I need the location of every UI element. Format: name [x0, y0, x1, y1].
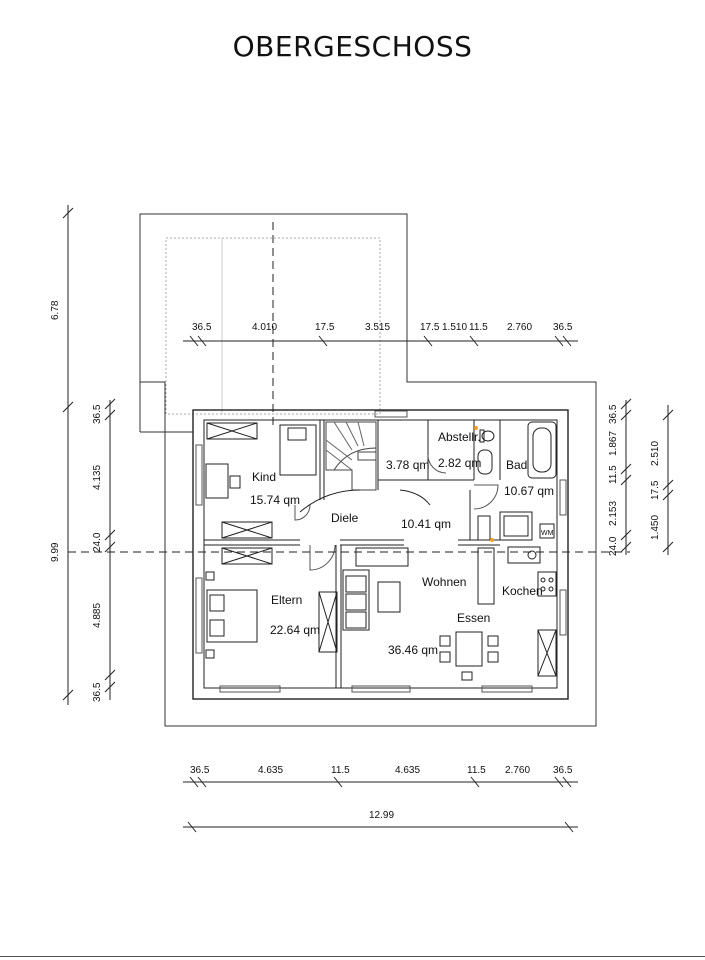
dim-label: 36.5 — [608, 404, 619, 424]
bathtub — [527, 421, 557, 479]
room-label: Essen — [457, 611, 490, 625]
room-label: Kochen — [502, 584, 543, 598]
window — [219, 685, 281, 693]
balcony-inner — [165, 237, 381, 415]
sofa — [342, 569, 370, 631]
dining-table — [455, 631, 483, 667]
dim-label: 2.760 — [505, 765, 530, 776]
dim-label: 17.5 — [420, 322, 440, 333]
dim-label: 24.0 — [92, 532, 103, 552]
window — [195, 577, 203, 654]
dim-label: 4.635 — [395, 765, 420, 776]
dim-label: 3.515 — [365, 322, 390, 333]
bottom-rule — [0, 956, 705, 957]
room-area: 15.74 qm — [250, 493, 300, 507]
dim-label: 1.510 — [442, 322, 467, 333]
dim-label-total: 12.99 — [369, 810, 394, 821]
dim-label: 11.5 — [467, 765, 486, 776]
dim-label: 17.5 — [315, 322, 335, 333]
room-area: 10.41 qm — [401, 517, 451, 531]
dim-label: 2.760 — [507, 322, 532, 333]
dim-label: 2.153 — [608, 501, 619, 526]
coffee-table — [377, 581, 401, 613]
wardrobe — [318, 591, 338, 653]
wm-label: WM — [541, 530, 554, 537]
dim-label: 36.5 — [553, 765, 573, 776]
dim-label: 36.5 — [92, 682, 103, 702]
dim-label: 1.450 — [650, 515, 661, 540]
kitchen-counter — [477, 547, 495, 605]
door-swing — [294, 504, 311, 521]
room-area: 3.78 qm — [386, 458, 429, 472]
dim-label: 17.5 — [650, 480, 661, 500]
room-label: Diele — [331, 511, 359, 525]
room-label: Eltern — [271, 593, 302, 607]
bed — [206, 589, 258, 643]
window — [559, 479, 567, 516]
window — [351, 685, 411, 693]
window — [481, 685, 533, 693]
bed — [279, 424, 317, 476]
furniture — [221, 547, 273, 565]
dim-label: 24.0 — [608, 536, 619, 556]
room-area: 2.82 qm — [438, 456, 481, 470]
dim-label: 4.010 — [252, 322, 277, 333]
dim-label: 36.5 — [190, 765, 210, 776]
window — [374, 410, 408, 418]
dim-label: 4.635 — [258, 765, 283, 776]
room-area: 10.67 qm — [504, 484, 554, 498]
dim-label: 36.5 — [92, 404, 103, 424]
dim-label: 11.5 — [608, 465, 619, 484]
dim-label: 9.99 — [50, 542, 61, 562]
dim-label: 6.78 — [50, 300, 61, 320]
room-label: Abstellr. — [438, 430, 481, 444]
exterior-wall-outer — [192, 409, 569, 700]
dim-label: 36.5 — [192, 322, 212, 333]
page-title: OBERGESCHOSS — [232, 30, 473, 63]
furniture — [221, 521, 273, 539]
exterior-wall-inner — [203, 419, 558, 689]
dim-label: 11.5 — [469, 322, 488, 333]
room-area: 22.64 qm — [270, 623, 320, 637]
room-label: Bad — [506, 458, 527, 472]
dim-label: 11.5 — [331, 765, 350, 776]
room-label: Kind — [252, 470, 276, 484]
dim-label: 4.135 — [92, 465, 103, 490]
window — [195, 444, 203, 506]
dim-label: 4.885 — [92, 603, 103, 628]
upper-projection-outline — [139, 213, 597, 727]
room-label: Wohnen — [422, 575, 466, 589]
window — [559, 589, 567, 636]
dim-label: 36.5 — [553, 322, 573, 333]
door-swing — [427, 454, 447, 474]
furniture — [206, 422, 258, 440]
door-swing — [309, 544, 336, 571]
room-area: 36.46 qm — [388, 643, 438, 657]
dim-label: 2.510 — [650, 441, 661, 466]
dim-label: 1.867 — [608, 431, 619, 456]
door-swing — [473, 484, 499, 510]
